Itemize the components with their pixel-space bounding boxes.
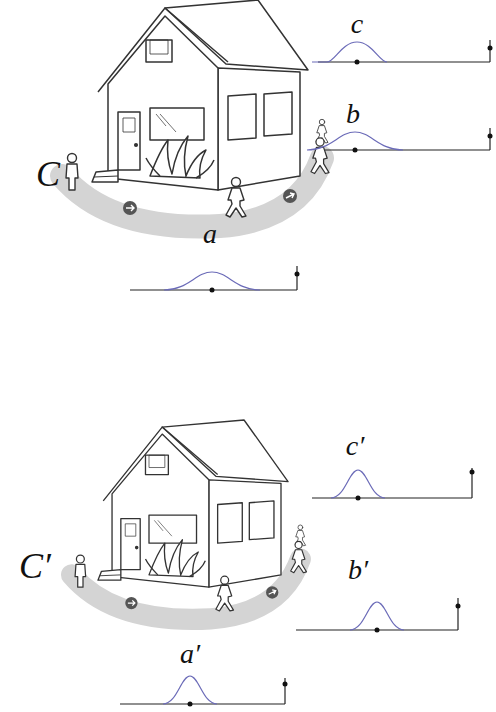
variable-label: c (351, 10, 363, 38)
distribution-plots (120, 40, 493, 707)
variable-label: b′ (348, 556, 368, 584)
variable-label: a′ (180, 640, 200, 668)
variable-label: c′ (346, 432, 365, 460)
variable-label: C (36, 156, 60, 192)
variable-label: b (346, 100, 360, 128)
house-scene (72, 420, 307, 619)
house-scene (62, 0, 329, 227)
variable-label: a (203, 220, 217, 248)
variable-label: C′ (19, 548, 51, 584)
